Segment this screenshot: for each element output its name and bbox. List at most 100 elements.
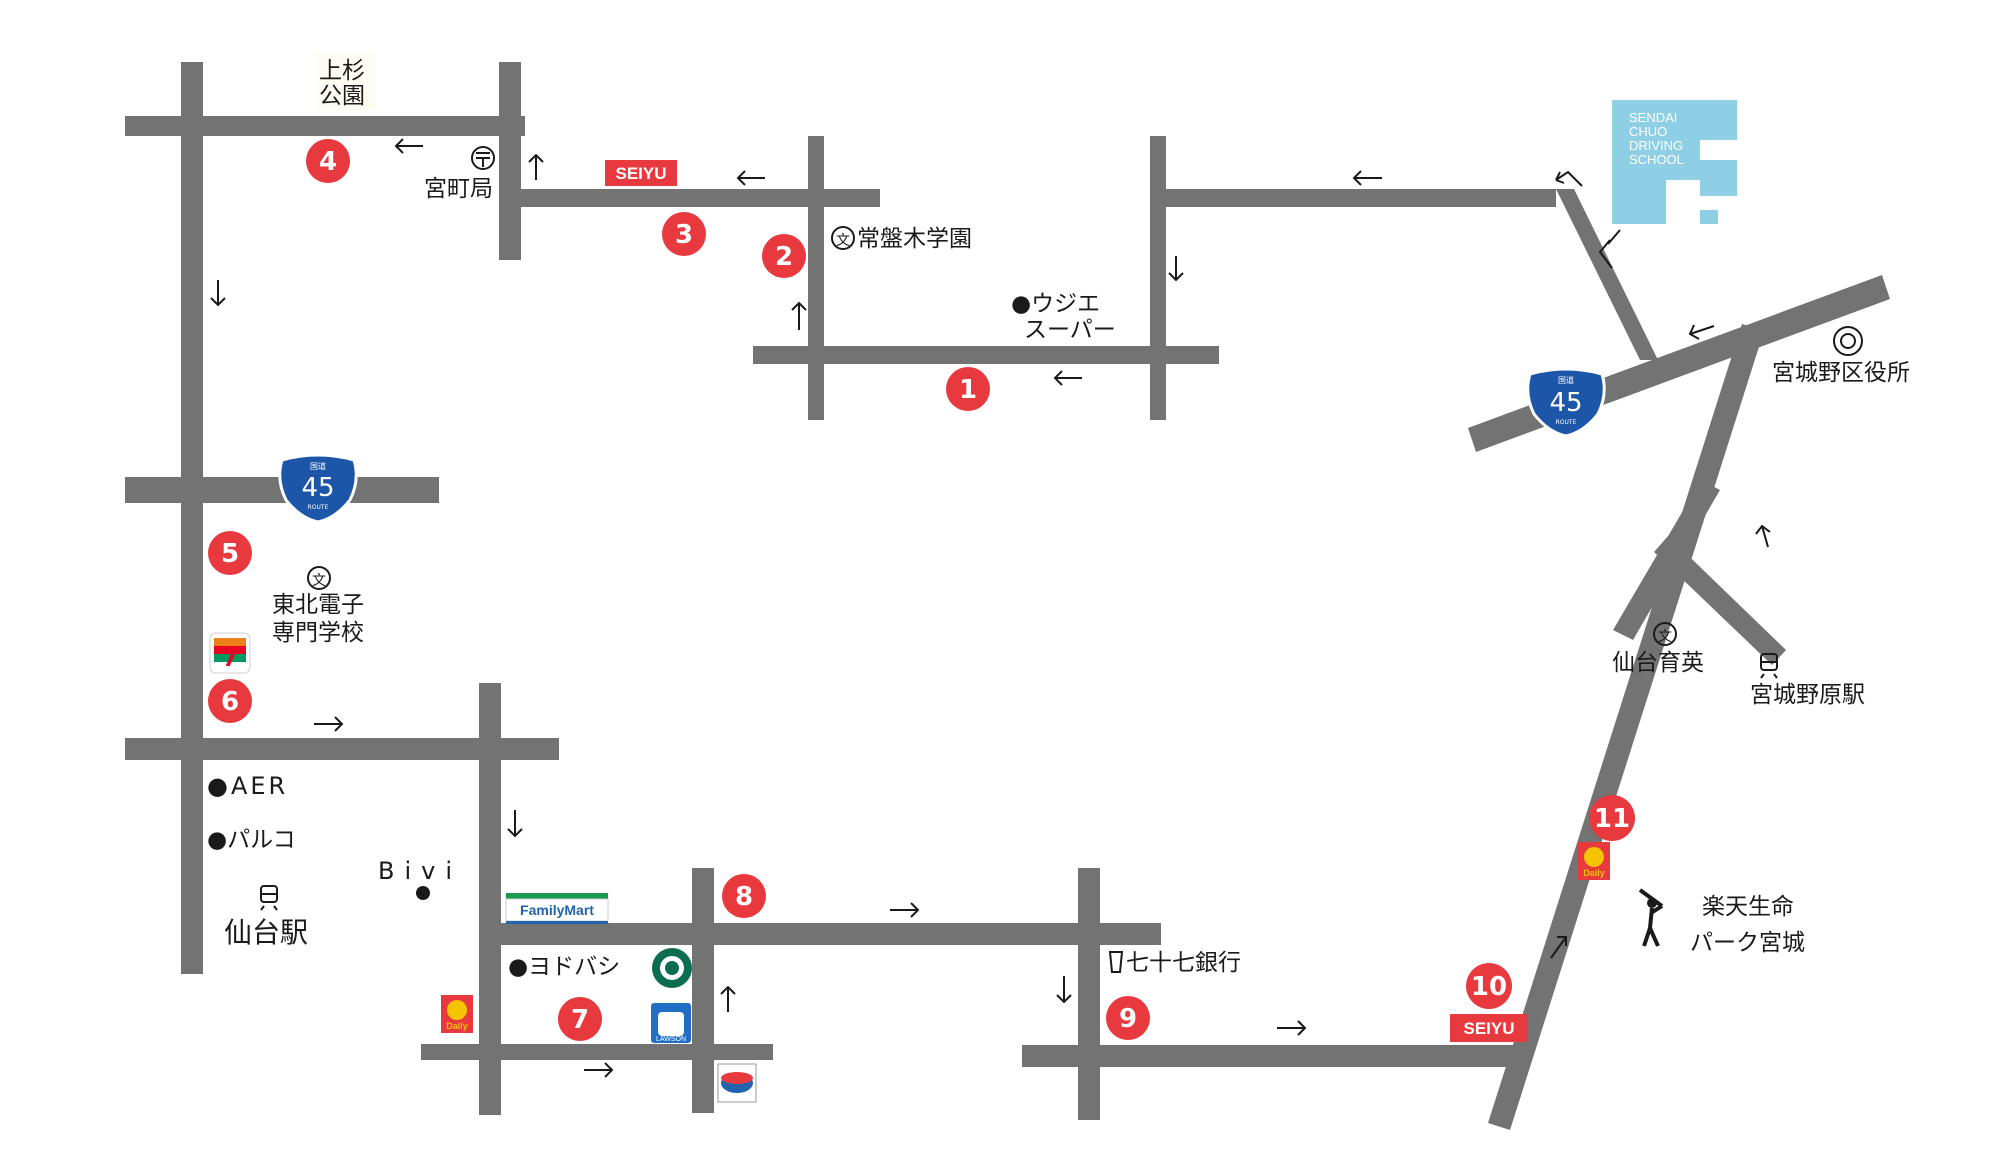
seven-eleven-logo: 7 [209,632,251,674]
svg-text:3: 3 [675,220,693,250]
svg-text:1: 1 [959,375,977,405]
road-seiyu-horizontal [499,189,880,207]
svg-text:7: 7 [571,1005,589,1035]
arrow-up-icon [791,301,807,330]
svg-text:国道: 国道 [1558,375,1574,385]
svg-text:CHUO: CHUO [1629,124,1667,139]
road-familymart-horizontal [479,923,1161,945]
svg-text:10: 10 [1471,972,1507,1002]
arrow-down-icon [1056,976,1072,1004]
arrow-right-icon [1277,1020,1307,1036]
label-uesugi-park-line2: 公園 [319,83,365,109]
road-bottom-left-horizontal [421,1044,773,1060]
stop-pin-9: 9 [1106,996,1150,1040]
arrow-down-icon [1168,256,1184,282]
eneos-logo [717,1063,757,1103]
roads [125,62,1890,1130]
label-miyaginohara-station: 宮城野原駅 [1750,682,1865,708]
label-ujie-line1: ●ウジエ [1011,291,1100,317]
label-aer: ●AER [207,772,288,800]
label-miyamachi-post: 宮町局 [424,176,493,202]
svg-text:SEIYU: SEIYU [1463,1019,1514,1038]
svg-text:文: 文 [312,573,326,589]
arrow-up-icon [528,153,544,180]
bivi-dot [416,886,430,900]
arrow-left-icon [1688,324,1715,340]
post-office-icon [471,146,495,170]
road-left-vertical [181,62,203,974]
route-45-shield-icon: 国道 45 ROUTE [1526,367,1606,438]
train-station-icon [260,885,278,911]
svg-text:Daily: Daily [1583,868,1605,878]
daily-yamazaki-logo: Daily [441,995,473,1033]
road-lawson-vertical [692,868,714,1113]
seiyu-logo-3: SEIYU [605,160,677,186]
road-miyamachi-vertical [499,62,521,260]
label-miyagino-ward-office: 宮城野区役所 [1772,360,1910,386]
label-rakuten-line2: パーク宮城 [1690,930,1805,956]
arrow-right-icon [314,716,344,732]
arrow-right-icon [890,902,920,918]
label-bank-77: 七十七銀行 [1126,950,1241,976]
stop-pin-11: 11 [1589,795,1635,841]
road-tokiwagi-vertical [808,136,824,420]
svg-text:SENDAI: SENDAI [1629,110,1677,125]
svg-text:4: 4 [319,147,337,177]
svg-text:45: 45 [1549,388,1582,418]
arrow-left-icon [394,138,423,154]
starbucks-logo [652,948,692,988]
lawson-logo: LAWSON [651,1003,691,1043]
svg-text:DRIVING: DRIVING [1629,138,1683,153]
arrow-down-icon [507,810,523,838]
arrow-up-icon [1755,524,1771,548]
svg-text:9: 9 [1119,1004,1137,1034]
arrow-down-icon [210,280,226,307]
svg-text:ROUTE: ROUTE [308,504,329,511]
road-bank-vertical [1078,868,1100,1120]
train-station-icon [1760,653,1778,679]
familymart-logo: FamilyMart [505,893,609,924]
stop-pin-4: 4 [306,139,350,183]
arrow-right-icon [584,1062,614,1078]
svg-text:国道: 国道 [310,461,326,471]
label-yodobashi: ●ヨドバシ [508,954,620,980]
place-labels: 上杉 公園 宮町局 常盤木学園 ●ウジエ スーパー 宮城野区役所 東北電子 専門… [207,52,1910,980]
stop-pin-3: 3 [662,212,706,256]
stop-pin-2: 2 [762,234,806,278]
bank-icon [1108,951,1124,973]
svg-text:11: 11 [1594,804,1630,834]
svg-text:ROUTE: ROUTE [1556,419,1577,426]
road-top-horizontal [125,116,525,136]
label-uesugi-park-line1: 上杉 [319,58,365,84]
road-top-right-horizontal [1150,189,1556,207]
baseball-player-icon [1638,888,1664,947]
arrow-up-icon [720,985,736,1012]
svg-text:45: 45 [301,473,334,503]
stop-pin-10: 10 [1466,963,1512,1009]
svg-text:SEIYU: SEIYU [615,164,666,183]
arrow-left-icon [1053,370,1082,386]
road-school-diagonal [1556,189,1658,360]
road-start-vertical [1150,136,1166,420]
arrow-left-icon [1352,170,1382,186]
svg-text:6: 6 [221,687,239,717]
label-tohoku-denshi-line2: 専門学校 [272,620,364,646]
route-45-shield-icon: 国道 45 ROUTE [278,453,358,524]
direction-arrows [210,138,1771,1078]
road-bottom-horizontal [1022,1045,1514,1067]
road-aer-horizontal [125,738,559,760]
svg-text:5: 5 [221,539,239,569]
svg-text:LAWSON: LAWSON [656,1036,686,1043]
svg-text:FamilyMart: FamilyMart [520,902,594,918]
arrow-left-up-icon [1555,170,1583,187]
seiyu-logo-10: SEIYU [1450,1014,1528,1042]
label-ujie-line2: スーパー [1024,317,1116,343]
svg-text:文: 文 [1658,629,1672,645]
arrow-up-left-icon [1598,239,1613,269]
driving-school-logo: SENDAI CHUO DRIVING SCHOOL [1612,100,1737,224]
arrow-up-right-icon [1550,936,1567,959]
arrow-left-up-icon [1607,229,1621,245]
label-tohoku-denshi-line1: 東北電子 [272,592,364,618]
label-rakuten-line1: 楽天生命 [1702,894,1794,920]
svg-text:文: 文 [836,233,850,249]
